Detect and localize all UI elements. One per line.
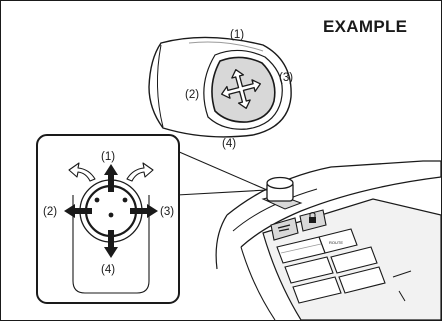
detail-knob-housing — [72, 195, 150, 294]
knob-label-down: (4) — [222, 138, 236, 150]
arrow-up-icon — [104, 164, 118, 192]
detail-label-right: (3) — [160, 206, 174, 218]
detail-knob-dot-left — [94, 197, 100, 203]
panel-surface-detail — [392, 270, 412, 302]
detail-inset: (1) (2) (3) (4) — [36, 134, 180, 304]
armrest-knob-top — [266, 176, 294, 190]
arrow-left-icon — [64, 204, 92, 218]
example-badge: EXAMPLE — [323, 17, 408, 36]
door-switch-panel: ROUTE — [215, 160, 441, 320]
knob-housing-top-shade — [188, 41, 264, 52]
four-way-arrow-icon — [221, 69, 261, 109]
curved-arrow-icon — [68, 162, 96, 182]
lock-icon — [309, 212, 316, 223]
callout-pointer — [176, 150, 268, 196]
panel-front-edge — [240, 246, 276, 320]
switch-mirror-fold — [270, 217, 299, 241]
window-switch-row-2 — [284, 246, 378, 284]
switch-lock — [299, 209, 327, 232]
knob-housing-edge — [156, 44, 164, 128]
detail-knob-dot-center — [108, 212, 114, 218]
armrest-inner-edge — [232, 188, 318, 232]
detail-label-left: (2) — [43, 206, 57, 218]
knob-label-left: (2) — [185, 89, 199, 101]
mirror-fold-icon — [277, 224, 291, 232]
curved-arrow-icon — [126, 162, 154, 182]
armrest-curve — [215, 214, 228, 270]
arrow-right-icon — [130, 204, 158, 218]
window-switch-row-3 — [292, 266, 386, 304]
window-switch-row-1 — [276, 236, 326, 264]
detail-label-down: (4) — [101, 264, 115, 276]
route-button-label: ROUTE — [329, 240, 343, 245]
arrow-down-icon — [104, 230, 118, 258]
detail-label-up: (1) — [101, 151, 115, 163]
knob-closeup: (1) (2) (3) (4) — [148, 29, 293, 150]
tilt-arrow-right — [126, 162, 154, 182]
detail-knob-dot-right — [122, 197, 128, 203]
detail-knob-inner — [84, 184, 138, 238]
knob-label-up: (1) — [230, 29, 244, 41]
knob-label-right: (3) — [279, 72, 293, 84]
tilt-arrow-left — [68, 162, 96, 182]
